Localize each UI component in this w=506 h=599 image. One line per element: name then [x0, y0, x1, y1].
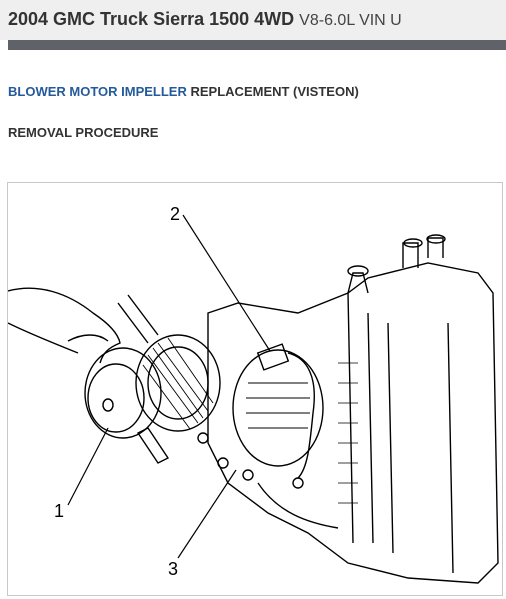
blower-motor-impeller-link[interactable]: BLOWER MOTOR IMPELLER — [8, 84, 187, 99]
header-strip — [8, 40, 506, 50]
callout-2: 2 — [170, 204, 181, 224]
callout-1: 1 — [54, 501, 65, 521]
impeller-wheel — [135, 334, 221, 432]
electrical-connector — [256, 343, 290, 371]
housing-screw — [217, 457, 229, 469]
hvac-housing — [207, 262, 499, 584]
callout-2-leader — [182, 214, 271, 352]
callout-3: 3 — [168, 559, 179, 579]
header-bar: 2004 GMC Truck Sierra 1500 4WD V8-6.0L V… — [0, 0, 506, 40]
callout-3-leader — [177, 469, 237, 559]
removal-procedure-heading: REMOVAL PROCEDURE — [8, 125, 159, 140]
blower-motor-diagram: 2 1 3 — [7, 182, 503, 596]
callout-1-leader — [67, 427, 109, 506]
engine-subtitle: V8-6.0L VIN U — [299, 12, 402, 29]
procedure-heading: BLOWER MOTOR IMPELLER REPLACEMENT (VISTE… — [8, 84, 359, 99]
diagram-drawing — [8, 214, 499, 584]
housing-opening — [232, 349, 324, 467]
vacuum-fittings — [347, 237, 444, 294]
page-title: 2004 GMC Truck Sierra 1500 4WD V8-6.0L V… — [8, 9, 402, 30]
vehicle-title: 2004 GMC Truck Sierra 1500 4WD — [8, 9, 295, 29]
hand-outline — [8, 287, 121, 364]
procedure-heading-text: REPLACEMENT (VISTEON) — [190, 84, 359, 99]
blower-motor-housing — [84, 347, 162, 439]
